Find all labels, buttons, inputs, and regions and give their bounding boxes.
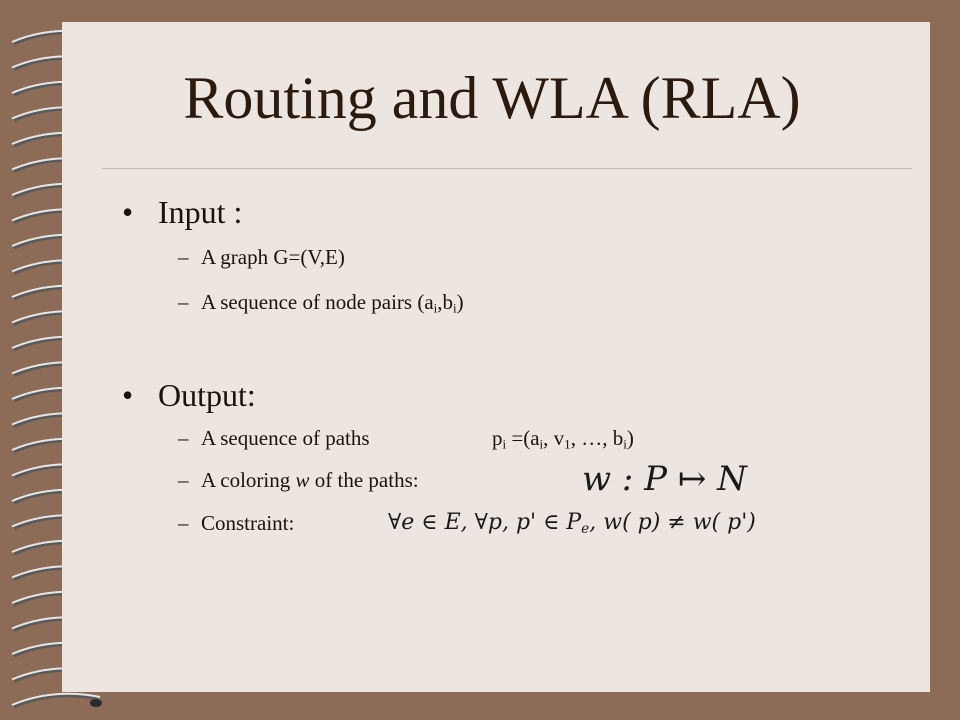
output-item-coloring: A coloring w of the paths:	[201, 468, 419, 492]
output-item-paths-formula: pi =(ai, v1, …, bi)	[492, 426, 634, 452]
input-item-pairs: A sequence of node pairs (ai,bi)	[201, 290, 464, 316]
input-bullet: •	[122, 194, 134, 230]
output-bullet: •	[122, 377, 134, 413]
output-dash-2: –	[178, 468, 189, 492]
spiral-coil	[11, 692, 101, 706]
input-dash-2: –	[178, 290, 189, 314]
slide-page	[62, 22, 930, 692]
output-dash-3: –	[178, 511, 189, 535]
input-heading: Input :	[158, 194, 243, 230]
spiral-coil-shadow	[13, 694, 99, 709]
output-dash-1: –	[178, 426, 189, 450]
coloring-formula: w : P ↦ N	[582, 459, 747, 499]
output-item-paths: A sequence of paths	[201, 426, 370, 450]
output-item-constraint: Constraint:	[201, 511, 295, 535]
output-heading: Output:	[158, 377, 256, 413]
input-item-graph: A graph G=(V,E)	[201, 245, 345, 269]
slide-title: Routing and WLA (RLA)	[183, 65, 801, 131]
input-dash-1: –	[178, 245, 189, 269]
spiral-hole	[90, 699, 102, 707]
title-divider	[102, 168, 912, 169]
constraint-formula: ∀e ∈ E, ∀p, p' ∈ Pe, w( p) ≠ w( p')	[388, 510, 756, 537]
